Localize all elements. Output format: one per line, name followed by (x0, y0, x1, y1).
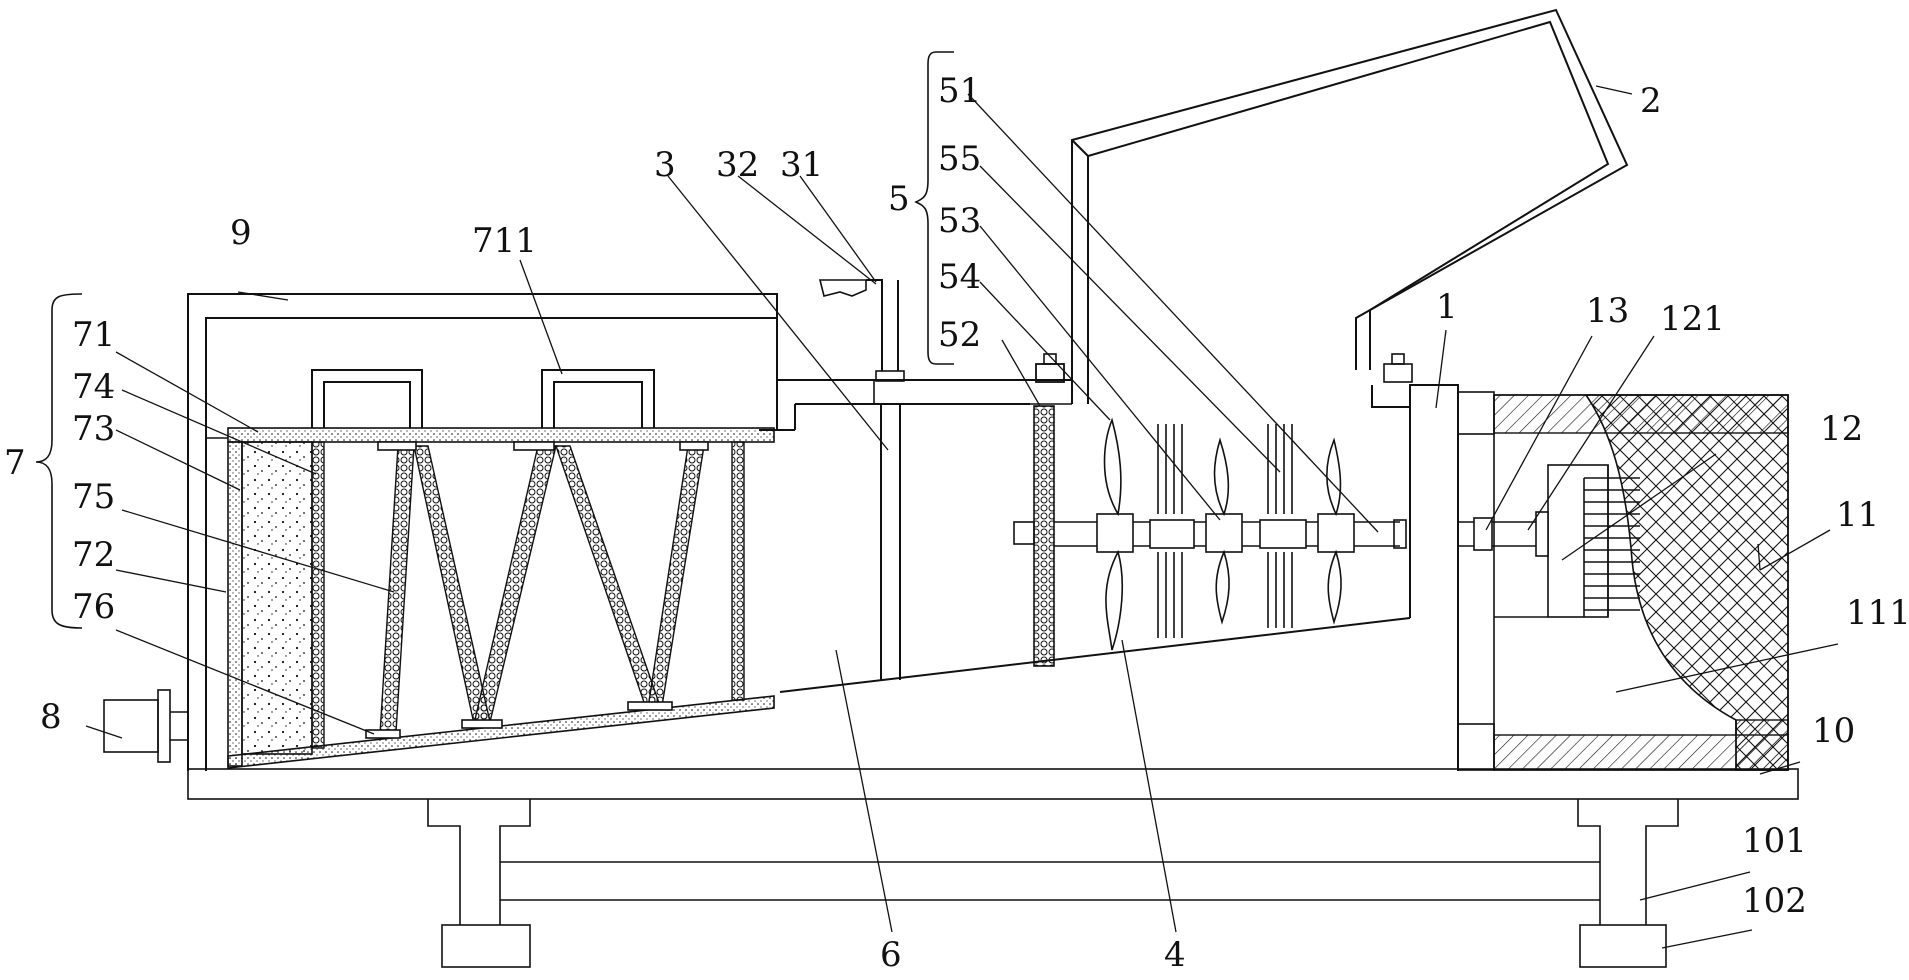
label-75: 75 (72, 477, 115, 517)
label-54: 54 (938, 257, 981, 297)
connecting-duct (776, 279, 1072, 680)
label-711: 711 (472, 221, 537, 261)
label-53: 53 (938, 201, 981, 241)
label-3: 3 (654, 145, 676, 185)
label-71: 71 (72, 315, 115, 355)
bracket-7 (35, 293, 83, 629)
label-6: 6 (880, 935, 902, 975)
label-13: 13 (1586, 291, 1629, 331)
label-12: 12 (1820, 409, 1863, 449)
label-31: 31 (780, 145, 823, 185)
label-51: 51 (938, 71, 981, 111)
part-labels: 1 2 3 31 32 5 51 55 53 54 52 9 711 7 71 … (4, 71, 1909, 975)
label-73: 73 (72, 409, 115, 449)
filter-screen (1033, 363, 1065, 667)
leader-lines (85, 85, 1839, 949)
label-9: 9 (230, 213, 252, 253)
feed-hopper (1035, 8, 1629, 404)
label-55: 55 (938, 139, 981, 179)
bristle-group-1 (1157, 424, 1183, 638)
label-7: 7 (4, 443, 26, 483)
bracket-5 (914, 51, 954, 365)
label-10: 10 (1812, 711, 1855, 751)
label-74: 74 (72, 367, 115, 407)
label-121: 121 (1660, 299, 1725, 339)
motor-box (1457, 391, 1789, 771)
label-1: 1 (1436, 287, 1458, 327)
label-4: 4 (1164, 935, 1186, 975)
base-frame (187, 768, 1799, 968)
motor-fins (1583, 477, 1640, 617)
label-72: 72 (72, 535, 115, 575)
label-11: 11 (1836, 495, 1879, 535)
zigzag-filter (365, 441, 709, 739)
main-housing (779, 384, 1459, 771)
label-111: 111 (1846, 593, 1909, 633)
label-2: 2 (1640, 81, 1662, 121)
label-32: 32 (716, 145, 759, 185)
crushing-shaft (1013, 417, 1407, 651)
separator-tank (103, 293, 796, 771)
label-101: 101 (1742, 821, 1807, 861)
label-102: 102 (1742, 881, 1807, 921)
label-5: 5 (888, 179, 910, 219)
bristle-group-2 (1267, 424, 1293, 628)
label-52: 52 (938, 315, 981, 355)
label-76: 76 (72, 587, 115, 627)
label-8: 8 (40, 697, 62, 737)
